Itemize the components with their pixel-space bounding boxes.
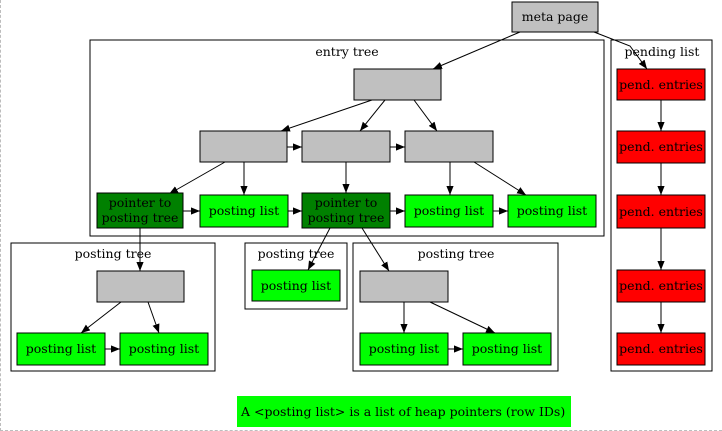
pending-entries-node-3: pend. entries [616, 194, 706, 229]
edge-child1-to-pointer1 [168, 161, 226, 195]
pending-entries-node-5: pend. entries [616, 332, 706, 366]
pending-entries-label: pend. entries [619, 341, 703, 356]
pointer-label-line1: pointer to [315, 195, 378, 210]
entry-tree-child-node-2 [301, 130, 391, 163]
meta-page-label: meta page [522, 9, 589, 24]
posting-list-node-ptree-right-b: posting list [462, 332, 552, 366]
posting-list-label: posting list [472, 341, 542, 356]
posting-tree-left-root-node [96, 270, 185, 303]
caption-text: A <posting list> is a list of heap point… [240, 404, 565, 419]
entry-tree-cluster: entry tree [89, 39, 605, 237]
pending-entries-label: pend. entries [619, 278, 703, 293]
pointer-label-line1: pointer to [109, 195, 172, 210]
posting-list-node-ptree-left-a: posting list [16, 332, 106, 366]
posting-list-node-entry-1: posting list [199, 194, 289, 228]
pointer-label-line2: posting tree [308, 210, 385, 225]
pending-entries-node-4: pend. entries [616, 269, 706, 303]
posting-list-label: posting list [369, 341, 439, 356]
pending-entries-node-1: pend. entries [616, 68, 706, 101]
edge-meta-to-root [432, 31, 521, 70]
edge-child3-to-list3 [473, 161, 527, 196]
edge-ptree-left-root-to-list-a [80, 301, 122, 334]
entry-tree-root-node [353, 68, 442, 101]
posting-list-label: posting list [26, 341, 96, 356]
edge-meta-to-pending [593, 31, 648, 70]
posting-list-node-ptree-middle: posting list [251, 269, 341, 302]
edge-root-to-child3 [413, 99, 438, 132]
caption-box: A <posting list> is a list of heap point… [237, 396, 571, 427]
pending-list-label: pending list [625, 44, 700, 59]
posting-list-label: posting list [261, 278, 331, 293]
pending-entries-label: pend. entries [619, 139, 703, 154]
edge-ptree-right-root-to-list-b [429, 301, 496, 334]
edge-root-to-child2 [359, 99, 386, 132]
pending-entries-node-2: pend. entries [616, 130, 706, 164]
posting-tree-cluster-left: posting tree [10, 242, 216, 372]
posting-list-node-entry-3: posting list [507, 194, 597, 228]
pointer-label-line2: posting tree [102, 210, 179, 225]
edges [80, 31, 665, 353]
posting-list-label: posting list [517, 203, 587, 218]
posting-list-label: posting list [209, 203, 279, 218]
posting-list-node-ptree-right-a: posting list [359, 332, 449, 366]
entry-tree-label: entry tree [315, 44, 378, 59]
pointer-to-posting-tree-node-2: pointer to posting tree [301, 192, 391, 229]
meta-page-node: meta page [511, 1, 599, 33]
posting-list-label: posting list [129, 341, 199, 356]
pending-entries-label: pend. entries [619, 77, 703, 92]
posting-tree-label-left: posting tree [75, 246, 152, 261]
posting-tree-cluster-right: posting tree [352, 242, 559, 372]
pointer-to-posting-tree-node-1: pointer to posting tree [96, 192, 184, 229]
posting-list-label: posting list [414, 203, 484, 218]
posting-tree-label-right: posting tree [418, 246, 495, 261]
posting-tree-right-root-node [359, 270, 449, 303]
posting-list-node-ptree-left-b: posting list [119, 332, 209, 366]
edge-pointer2-to-ptree-middle [307, 227, 331, 271]
entry-tree-child-node-1 [199, 130, 288, 163]
edge-pointer2-to-ptree-right [361, 227, 390, 272]
pending-list-cluster: pending list [610, 39, 713, 372]
entry-tree-child-node-3 [404, 130, 494, 163]
pending-entries-label: pend. entries [619, 204, 703, 219]
posting-list-node-entry-2: posting list [404, 194, 494, 228]
edge-ptree-left-root-to-list-b [147, 301, 160, 334]
posting-tree-label-middle: posting tree [258, 246, 335, 261]
edge-root-to-child1 [280, 99, 373, 132]
